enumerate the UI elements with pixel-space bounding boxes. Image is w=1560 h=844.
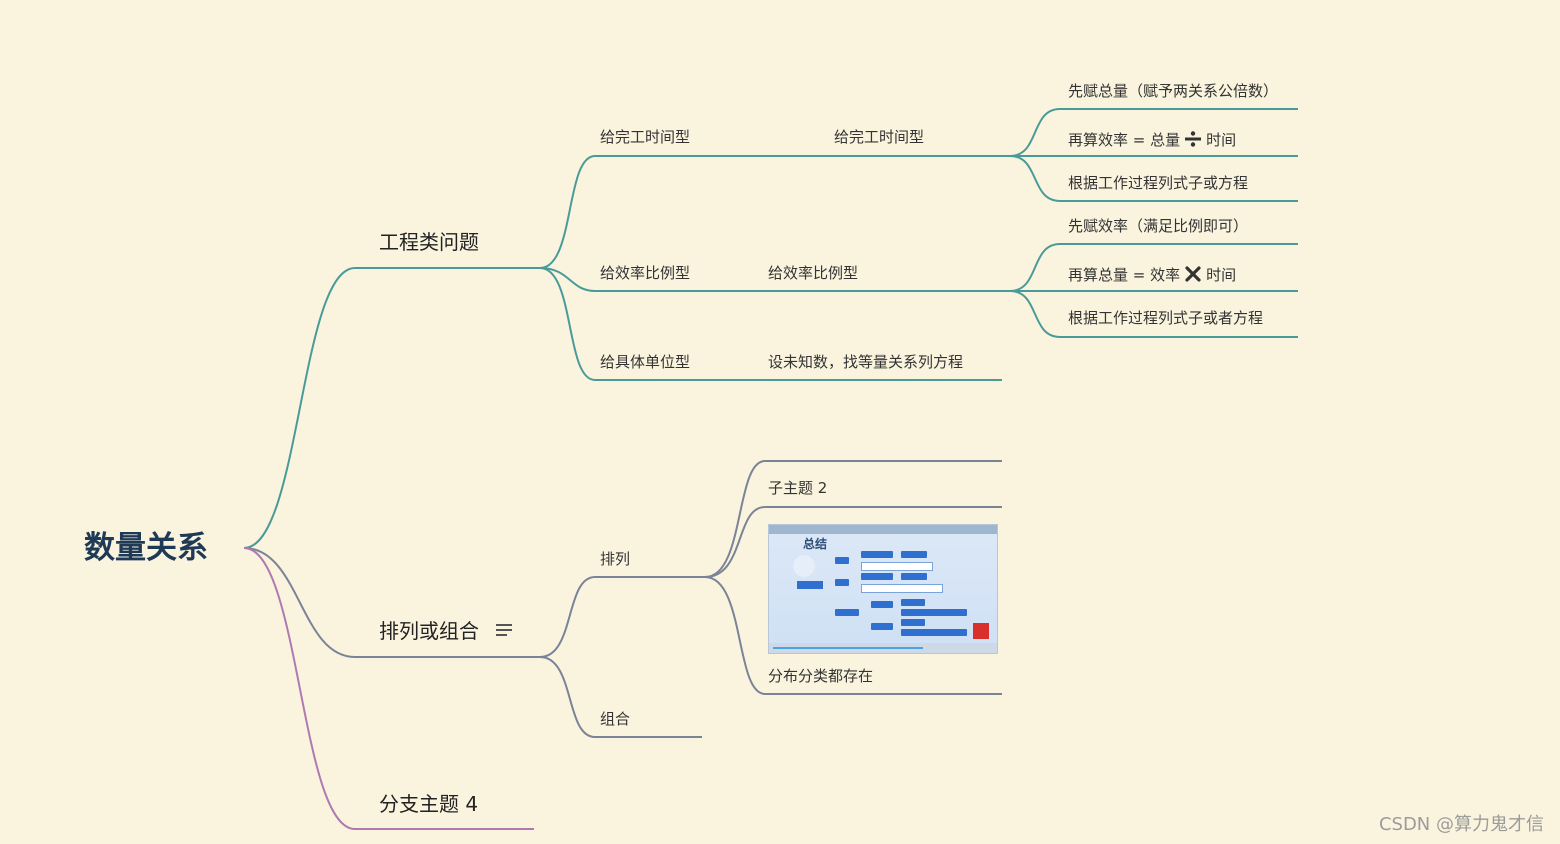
thumbnail-box: [901, 619, 925, 626]
topic-engineering[interactable]: 工程类问题: [379, 230, 479, 254]
thumbnail-progress: [773, 647, 923, 649]
subtopic-permutation[interactable]: 排列: [600, 550, 631, 568]
thumbnail-box: [901, 551, 927, 558]
leaf-compute-efficiency[interactable]: 再算效率 = 总量 时间: [1068, 130, 1236, 148]
thumbnail-box: [861, 551, 893, 558]
connector-ratio-leaf3: [1009, 290, 1298, 338]
leaf-compute-total-time: 时间: [1206, 266, 1237, 284]
topic-combinatorics[interactable]: 排列或组合: [379, 619, 479, 643]
thumbnail-circle: [793, 555, 815, 577]
leaf-distribution-classification[interactable]: 分布分类都存在: [768, 667, 874, 685]
leaf-subtopic-2[interactable]: 子主题 2: [768, 479, 828, 497]
thumbnail-box: [901, 599, 925, 606]
leaf-process-equation[interactable]: 根据工作过程列式子或方程: [1068, 174, 1249, 192]
divide-icon: [1185, 131, 1202, 147]
thumbnail-box: [861, 573, 893, 580]
subtopic-completion-time-detail[interactable]: 给完工时间型: [834, 128, 925, 146]
multiply-icon: [1185, 266, 1201, 282]
connector-combinatorics-permutation: [539, 576, 705, 658]
thumbnail-box: [861, 562, 933, 571]
connector-completion-leaf3: [1009, 155, 1298, 202]
leaf-compute-total[interactable]: 再算总量 = 效率 时间: [1068, 265, 1236, 283]
thumbnail-badge: [797, 581, 823, 589]
leaf-compute-efficiency-text: 再算效率 = 总量: [1068, 131, 1181, 149]
connector-ratio-leaf1: [1009, 243, 1298, 292]
connector-engineering-unit: [539, 267, 1002, 381]
thumbnail-box: [835, 557, 849, 564]
video-thumbnail[interactable]: 总结: [768, 524, 998, 654]
notes-icon[interactable]: [496, 624, 512, 636]
thumbnail-box: [835, 609, 859, 616]
connector-permutation-dist: [704, 576, 1002, 695]
subtopic-combination[interactable]: 组合: [600, 710, 631, 728]
subtopic-efficiency-ratio-detail[interactable]: 给效率比例型: [768, 264, 859, 282]
thumbnail-box: [901, 629, 967, 636]
topic-branch4[interactable]: 分支主题 4: [379, 792, 479, 816]
connector-root-engineering: [243, 267, 540, 549]
thumbnail-title: 总结: [803, 537, 828, 551]
leaf-compute-efficiency-time: 时间: [1206, 131, 1237, 149]
connector-permutation-top: [704, 460, 1002, 578]
subtopic-specific-unit[interactable]: 给具体单位型: [600, 353, 691, 371]
thumbnail-topbar: [769, 525, 997, 534]
root-topic[interactable]: 数量关系: [84, 530, 208, 566]
connector-completion-leaf1: [1009, 108, 1298, 157]
subtopic-efficiency-ratio[interactable]: 给效率比例型: [600, 264, 691, 282]
thumbnail-box: [871, 601, 893, 608]
thumbnail-box: [871, 623, 893, 630]
thumbnail-box: [835, 579, 849, 586]
leaf-assign-efficiency[interactable]: 先赋效率（满足比例即可）: [1068, 217, 1249, 235]
connector-root-branch4: [243, 547, 534, 830]
subtopic-completion-time[interactable]: 给完工时间型: [600, 128, 691, 146]
thumbnail-logo: [973, 623, 989, 639]
leaf-assign-total[interactable]: 先赋总量（赋予两关系公倍数）: [1068, 82, 1279, 100]
connector-combinatorics-combination: [539, 656, 702, 738]
thumbnail-box: [901, 609, 967, 616]
watermark: CSDN @算力鬼才信: [1378, 814, 1544, 835]
connector-engineering-completion: [539, 155, 1010, 269]
thumbnail-box: [901, 573, 927, 580]
connector-engineering-ratio: [539, 267, 1010, 292]
leaf-compute-total-text: 再算总量 = 效率: [1068, 266, 1181, 284]
subtopic-specific-unit-detail[interactable]: 设未知数，找等量关系列方程: [768, 353, 964, 371]
connector-permutation-sub2: [704, 506, 1002, 578]
leaf-process-equation-2[interactable]: 根据工作过程列式子或者方程: [1068, 309, 1264, 327]
thumbnail-box: [861, 584, 943, 593]
connector-root-combinatorics: [243, 547, 540, 658]
